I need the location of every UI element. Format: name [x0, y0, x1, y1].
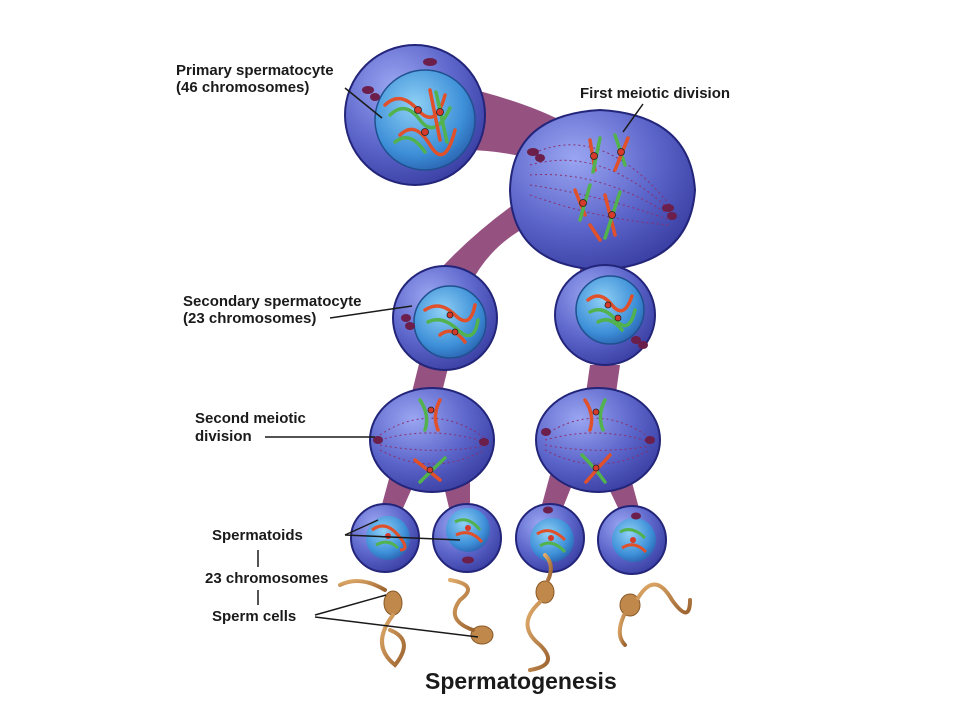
label-second-line1: Second meiotic [195, 410, 306, 427]
leader-first-division [622, 103, 644, 133]
leader-sperm-b [314, 616, 479, 638]
leader-secondary [329, 305, 413, 319]
label-secondary-line2: (23 chromosomes) [183, 310, 317, 327]
primary-spermatocyte-cell [344, 44, 486, 186]
leader-lines [257, 87, 644, 638]
first-centromeres [579, 148, 625, 219]
label-chromosomes-23: 23 chromosomes [205, 570, 329, 587]
leader-sperm-a [314, 594, 387, 616]
diagram-title: Spermatogenesis [425, 668, 617, 694]
leader-spermatoids-b [344, 534, 461, 541]
primary-centrosome [362, 58, 437, 101]
spermatoid-3 [515, 503, 585, 573]
secondary-spermatocyte-left [392, 265, 498, 371]
second-division-cell-right [535, 387, 661, 493]
label-secondary-line1: Secondary spermatocyte [183, 293, 362, 310]
sperm-cell-3 [525, 553, 555, 672]
spermatoid-cells [350, 503, 667, 575]
primary-nucleus [374, 69, 476, 171]
sperm-cell-1 [338, 579, 406, 668]
spermatoid-4 [597, 505, 667, 575]
spermatoid-1 [350, 503, 420, 573]
bridge-first-to-secondary-left [430, 200, 530, 285]
label-spermatoids: Spermatoids [212, 527, 303, 544]
secondary-spermatocyte-right [554, 264, 656, 366]
leader-primary [344, 87, 383, 119]
sperm-cell-2 [448, 578, 494, 645]
first-spindle [529, 144, 671, 226]
label-primary-line1: Primary spermatocyte [176, 62, 334, 79]
sperm-cell-4 [617, 582, 692, 647]
label-sperm-cells: Sperm cells [212, 608, 297, 625]
primary-centromeres [414, 106, 444, 136]
first-centrosomes [527, 148, 677, 220]
label-first-division: First meiotic division [580, 85, 731, 102]
label-second-line2: division [195, 428, 252, 445]
label-primary-line2: (46 chromosomes) [176, 79, 310, 96]
second-division-cell-left [369, 387, 495, 493]
sperm-cells [338, 553, 692, 672]
first-meiotic-division-cell [508, 108, 697, 272]
leader-spermatoids-a [344, 519, 379, 536]
spermatoid-2 [432, 503, 502, 573]
